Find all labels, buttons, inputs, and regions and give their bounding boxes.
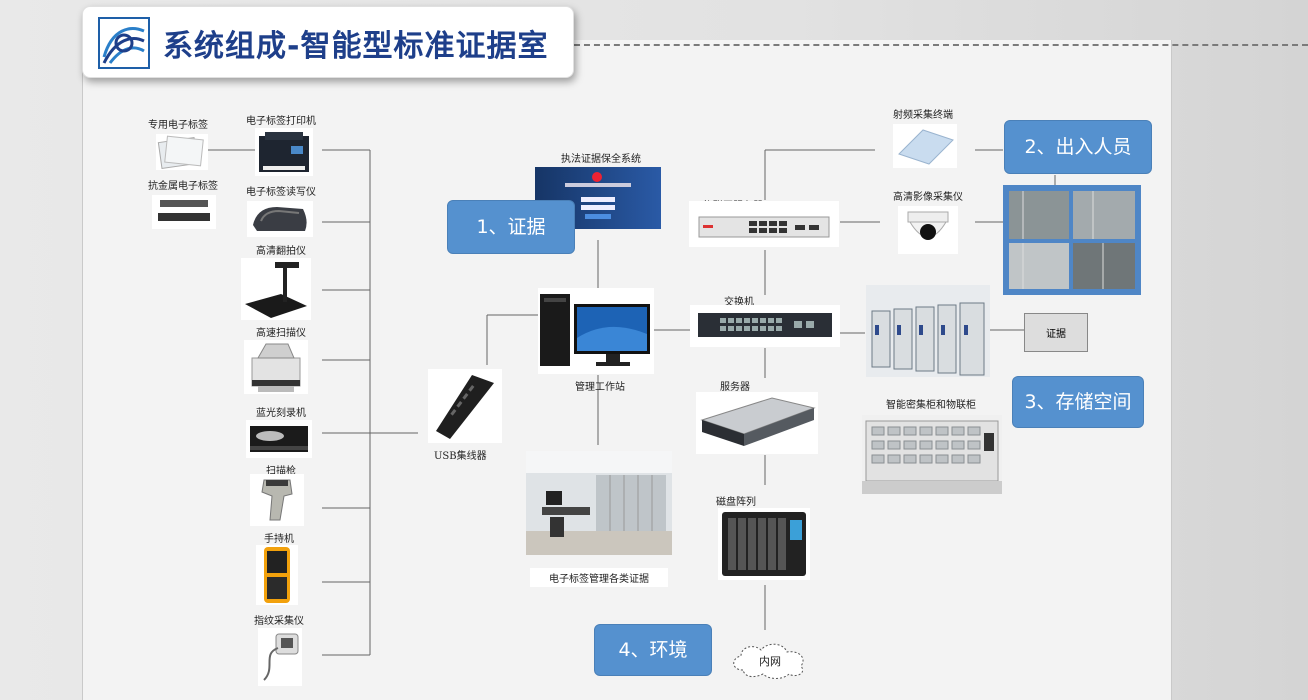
storage-cabinet-room-photo bbox=[866, 285, 990, 377]
dedicated-tag-icon bbox=[156, 134, 208, 170]
category-storage: 3、存储空间 bbox=[1012, 376, 1144, 428]
handheld-icon bbox=[256, 545, 298, 605]
server-label: 服务器 bbox=[720, 382, 750, 393]
cabinet-label: 智能密集柜和物联柜 bbox=[886, 400, 976, 411]
barcode-gun-label: 扫描枪 bbox=[266, 466, 296, 477]
cctv-monitor-grid bbox=[1003, 185, 1141, 295]
rfid-terminal-icon bbox=[893, 124, 957, 168]
fingerprint-scanner-icon bbox=[258, 628, 302, 686]
anti-metal-tag-label: 抗金属电子标签 bbox=[148, 181, 218, 192]
evidence-room-caption: 电子标签管理各类证据 bbox=[530, 568, 668, 587]
rfid-terminal-label: 射频采集终端 bbox=[893, 110, 953, 121]
switch-label: 交换机 bbox=[724, 297, 754, 308]
workstation-label: 管理工作站 bbox=[575, 382, 625, 393]
fingerprint-label: 指纹采集仪 bbox=[254, 616, 304, 627]
anti-metal-tag-icon bbox=[152, 195, 216, 229]
system-software-label: 执法证据保全系统 bbox=[561, 154, 641, 165]
rack-server-icon bbox=[696, 392, 818, 454]
iot-server-icon bbox=[689, 201, 839, 247]
evidence-room-photo bbox=[526, 451, 672, 555]
tag-printer-label: 电子标签打印机 bbox=[246, 116, 316, 127]
intranet-label: 内网 bbox=[759, 655, 781, 668]
bluray-burner-label: 蓝光刻录机 bbox=[256, 408, 306, 419]
category-environment: 4、环境 bbox=[594, 624, 712, 676]
usb-hub-label: USB集线器 bbox=[434, 451, 487, 462]
title-banner: 系统组成-智能型标准证据室 bbox=[82, 6, 574, 78]
tag-reader-writer-icon bbox=[247, 201, 313, 237]
tag-reader-writer-label: 电子标签读写仪 bbox=[246, 187, 316, 198]
document-camera-label: 高清翻拍仪 bbox=[256, 246, 306, 257]
title-dashed-rule bbox=[574, 44, 1308, 46]
category-personnel: 2、出入人员 bbox=[1004, 120, 1152, 174]
dedicated-tag-label: 专用电子标签 bbox=[148, 120, 208, 131]
company-logo-icon bbox=[98, 17, 150, 69]
handheld-label: 手持机 bbox=[264, 534, 294, 545]
scanner-label: 高速扫描仪 bbox=[256, 328, 306, 339]
hd-camera-icon bbox=[898, 206, 958, 254]
iot-cabinet-photo bbox=[862, 415, 1002, 494]
evidence-box: 证据 bbox=[1024, 313, 1088, 352]
tag-printer-icon bbox=[255, 128, 313, 176]
intranet-cloud-icon bbox=[733, 643, 804, 679]
usb-hub-icon bbox=[428, 369, 502, 443]
network-switch-icon bbox=[690, 305, 840, 347]
hd-camera-label: 高清影像采集仪 bbox=[893, 192, 963, 203]
bluray-burner-icon bbox=[246, 420, 312, 458]
document-camera-icon bbox=[241, 258, 311, 320]
scanner-icon bbox=[244, 340, 308, 394]
page-title: 系统组成-智能型标准证据室 bbox=[163, 29, 549, 64]
disk-array-icon bbox=[718, 508, 810, 580]
category-evidence: 1、证据 bbox=[447, 200, 575, 254]
barcode-gun-icon bbox=[250, 474, 304, 526]
disk-array-label: 磁盘阵列 bbox=[716, 497, 756, 508]
workstation-computer-icon bbox=[538, 288, 654, 374]
